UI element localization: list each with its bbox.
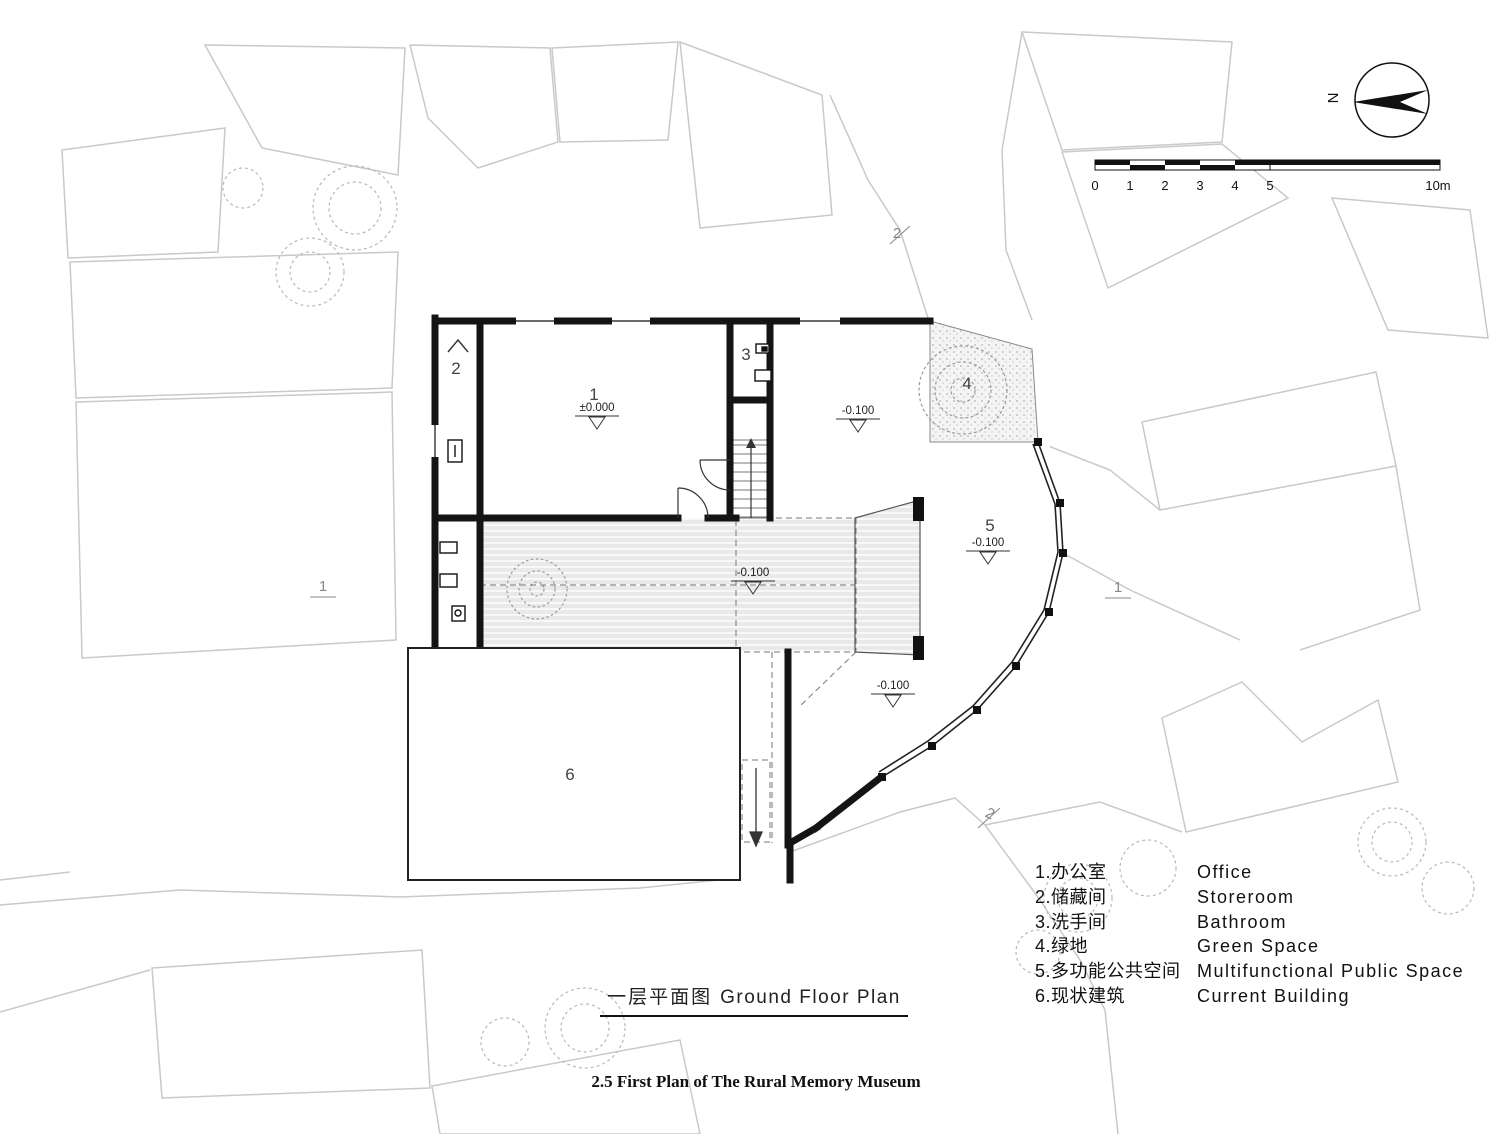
level-marker-1: -0.100 <box>836 405 880 433</box>
legend-en-label: Multifunctional Public Space <box>1197 961 1465 982</box>
legend-row-green-space: 4.绿地 Green Space <box>1035 932 1495 957</box>
room-label-1: 1 <box>589 385 598 404</box>
context-trees <box>222 165 1475 1069</box>
level-label: -0.100 <box>877 680 910 692</box>
legend-zh-label: 4.绿地 <box>1035 936 1089 957</box>
scale-tick-3: 3 <box>1196 178 1203 193</box>
legend-zh-label: 5.多功能公共空间 <box>1035 961 1181 982</box>
scale-tick-5: 5 <box>1266 178 1273 193</box>
context-roads <box>0 31 1241 1134</box>
legend-row-office: 1.办公室 Office <box>1035 858 1495 883</box>
glass-facade-mullions <box>878 438 1067 781</box>
section-marker-right: 1 <box>1114 579 1122 596</box>
section-marker-bottom: 2 <box>983 804 998 823</box>
room-label-3: 3 <box>741 345 750 364</box>
level-marker-2: -0.100 <box>966 537 1010 565</box>
windows <box>430 316 840 457</box>
room-label-2: 2 <box>451 359 460 378</box>
section-marker-top: 2 <box>893 225 901 242</box>
stairs <box>732 438 771 519</box>
legend: 1.办公室 Office 2.储藏间 Storeroom 3.洗手间 Bathr… <box>1035 858 1495 1007</box>
room6-outline <box>407 647 741 881</box>
fixtures <box>439 343 772 622</box>
room-label-6: 6 <box>565 765 574 784</box>
legend-zh-label: 3.洗手间 <box>1035 911 1107 932</box>
scale-bar-labels: 0 1 2 3 4 5 10m <box>1091 178 1450 193</box>
legend-en-label: Storeroom <box>1197 886 1295 907</box>
legend-row-current-building: 6.现状建筑 Current Building <box>1035 982 1495 1007</box>
green-space-tree-icon <box>918 345 1008 435</box>
legend-en-label: Green Space <box>1197 936 1320 957</box>
level-markers: ±0.000 -0.100 -0.100 -0.100 -0.100 <box>575 402 1010 708</box>
legend-row-multifunctional: 5.多功能公共空间 Multifunctional Public Space <box>1035 957 1495 982</box>
north-arrow: N <box>1325 62 1430 138</box>
scale-tick-0: 0 <box>1091 178 1098 193</box>
legend-row-storeroom: 2.储藏间 Storeroom <box>1035 883 1495 908</box>
level-marker-zero: ±0.000 <box>575 402 619 430</box>
level-marker-4: -0.100 <box>871 680 915 708</box>
courtyard-tree-icon <box>506 558 568 620</box>
section-marker-left: 1 <box>319 578 327 595</box>
plan-title: 一层平面图 Ground Floor Plan <box>600 982 908 1017</box>
scale-tick-4: 4 <box>1231 178 1238 193</box>
plan-title-zh: 一层平面图 <box>607 987 713 1008</box>
legend-zh-label: 6.现状建筑 <box>1035 985 1126 1006</box>
glass-facade <box>878 441 1064 778</box>
level-label: -0.100 <box>737 567 770 579</box>
legend-row-bathroom: 3.洗手间 Bathroom <box>1035 908 1495 933</box>
north-label: N <box>1325 93 1342 104</box>
legend-zh-label: 1.办公室 <box>1035 862 1107 882</box>
level-label: -0.100 <box>842 405 875 417</box>
scale-end-label: 10m <box>1425 178 1450 193</box>
north-arrow-needle <box>1353 90 1428 114</box>
scale-tick-2: 2 <box>1161 178 1168 193</box>
scale-tick-1: 1 <box>1126 178 1133 193</box>
context-buildings <box>61 31 1489 1134</box>
legend-en-label: Office <box>1197 862 1253 882</box>
level-label: -0.100 <box>972 537 1005 549</box>
legend-zh-label: 2.储藏间 <box>1035 886 1107 907</box>
doors <box>447 338 731 519</box>
plan-title-en: Ground Floor Plan <box>720 987 901 1008</box>
room-label-4: 4 <box>962 374 971 393</box>
ramp-arrow <box>749 768 763 848</box>
room-label-5: 5 <box>985 516 994 535</box>
level-marker-3: -0.100 <box>731 567 775 595</box>
legend-en-label: Current Building <box>1197 985 1351 1006</box>
green-space <box>918 320 1039 443</box>
legend-en-label: Bathroom <box>1197 911 1288 932</box>
room-labels: 1 2 3 4 5 6 <box>451 345 994 784</box>
level-label: ±0.000 <box>579 402 614 414</box>
scale-bar: 0 1 2 3 4 5 10m <box>1091 159 1451 193</box>
sheet-caption: 2.5 First Plan of The Rural Memory Museu… <box>591 1072 921 1091</box>
